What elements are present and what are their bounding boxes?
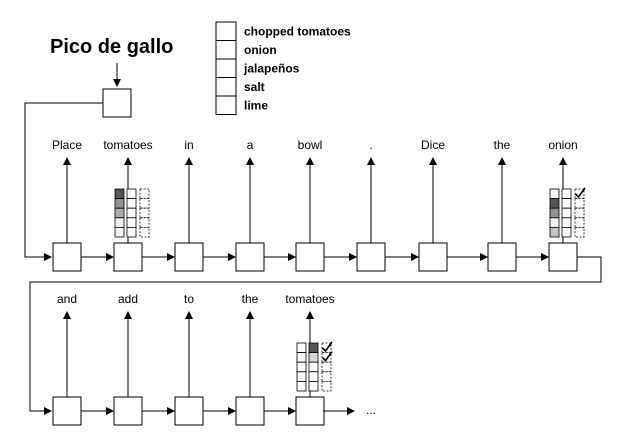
used-ingredient-cell — [561, 217, 572, 228]
output-token: tomatoes — [103, 138, 152, 152]
checklist-cell — [574, 198, 585, 209]
checklist-cell — [574, 207, 585, 219]
output-token: . — [369, 138, 372, 152]
attention-weight-cell — [549, 226, 560, 238]
attention-weight-cell — [114, 226, 125, 238]
attention-column-group — [114, 188, 150, 238]
ingredient-slot — [215, 95, 237, 115]
output-token: a — [247, 138, 254, 152]
used-ingredient-cell — [126, 217, 137, 228]
ingredient-label: jalapeños — [243, 62, 300, 76]
rnn-cell — [418, 242, 448, 272]
output-token: bowl — [298, 138, 323, 152]
rnn-cell — [174, 396, 204, 426]
checklist-cell — [321, 342, 332, 354]
attention-weight-cell — [114, 188, 125, 200]
row-wrap-wire — [29, 256, 602, 415]
used-ingredient-cell — [126, 198, 137, 209]
checklist-cell — [321, 352, 332, 363]
rnn-cell — [235, 396, 265, 426]
attention-column-group — [549, 187, 586, 238]
attention-weight-cell — [296, 342, 307, 354]
rnn-cell — [52, 242, 82, 272]
attention-weight-cell — [296, 380, 307, 392]
rnn-cell — [487, 242, 517, 272]
rnn-cell — [548, 242, 578, 272]
checklist-cell — [574, 217, 585, 228]
checklist-cell — [139, 207, 150, 219]
ingredient-slot — [215, 58, 237, 78]
used-ingredient-cell — [561, 207, 572, 219]
used-ingredient-cell — [126, 226, 137, 238]
attention-weight-cell — [114, 217, 125, 228]
used-ingredient-cell — [126, 207, 137, 219]
rnn-row-2: and add to the tomatoes — [52, 292, 335, 426]
ingredient-label: lime — [244, 99, 268, 113]
used-ingredient-cell — [561, 188, 572, 200]
output-token: Place — [52, 138, 82, 152]
rnn-row-1: Place tomatoes in a bowl. Dice the onion — [52, 138, 586, 272]
checklist-cell — [139, 188, 150, 200]
output-token: add — [118, 292, 138, 306]
checklist-cell — [139, 198, 150, 209]
ingredient-slot — [215, 77, 237, 97]
attention-weight-cell — [296, 371, 307, 382]
output-token: the — [242, 292, 259, 306]
checklist-cell — [321, 371, 332, 382]
attention-weight-cell — [296, 352, 307, 363]
rnn-cell — [174, 242, 204, 272]
ingredient-slot — [215, 40, 237, 60]
attention-weight-cell — [114, 207, 125, 219]
output-token: and — [57, 292, 77, 306]
ingredient-agenda: chopped tomatoes onion jalapeños salt lime — [215, 21, 351, 115]
checklist-cell — [321, 380, 332, 392]
check-mark-icon — [574, 187, 586, 199]
checklist-cell — [321, 361, 332, 373]
checklist-cell — [574, 188, 585, 200]
checklist-cell — [139, 226, 150, 238]
checklist-cell — [574, 226, 585, 238]
used-ingredient-cell — [308, 371, 319, 382]
continuation-ellipsis: ... — [366, 403, 376, 417]
ingredient-label: salt — [244, 80, 265, 94]
rnn-cell — [52, 396, 82, 426]
output-token: the — [494, 138, 511, 152]
attention-column-group — [296, 341, 333, 392]
attention-weight-cell — [296, 361, 307, 373]
attention-weight-cell — [549, 217, 560, 228]
recipe-title: Pico de gallo — [50, 36, 173, 58]
rnn-cell — [356, 242, 386, 272]
title-encoder-box — [102, 88, 132, 118]
used-ingredient-cell — [126, 188, 137, 200]
rnn-cell — [295, 396, 325, 426]
used-ingredient-cell — [561, 226, 572, 238]
title-to-first-cell-wire — [24, 102, 103, 261]
output-token: tomatoes — [285, 292, 334, 306]
attention-weight-cell — [114, 198, 125, 209]
output-token: in — [184, 138, 193, 152]
used-ingredient-cell — [308, 352, 319, 363]
check-mark-icon — [321, 351, 333, 362]
ingredient-slot — [215, 21, 237, 41]
rnn-cell — [113, 242, 143, 272]
ingredient-label: chopped tomatoes — [244, 25, 351, 39]
used-ingredient-cell — [561, 198, 572, 209]
used-ingredient-cell — [308, 361, 319, 373]
check-mark-icon — [321, 341, 333, 353]
rnn-cell — [113, 396, 143, 426]
used-ingredient-cell — [308, 380, 319, 392]
checklist-cell — [139, 217, 150, 228]
attention-weight-cell — [549, 188, 560, 200]
used-ingredient-cell — [308, 342, 319, 354]
ingredient-label: onion — [244, 43, 277, 57]
attention-weight-cell — [549, 207, 560, 219]
output-token: Dice — [421, 138, 445, 152]
attention-weight-cell — [549, 198, 560, 209]
rnn-cell — [295, 242, 325, 272]
output-token: to — [184, 292, 194, 306]
output-token: onion — [548, 138, 577, 152]
rnn-cell — [235, 242, 265, 272]
